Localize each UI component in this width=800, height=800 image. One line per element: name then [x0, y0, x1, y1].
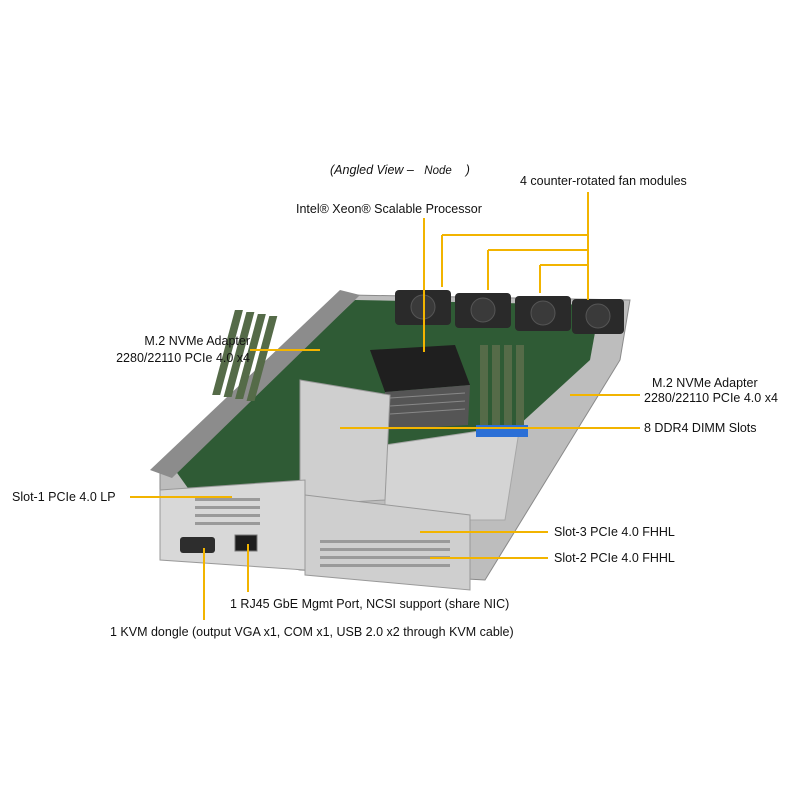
view-title: (Angled View – Node ) — [330, 162, 470, 179]
riser-bracket — [299, 379, 391, 506]
kvm-callout: 1 KVM dongle (output VGA x1, COM x1, USB… — [110, 625, 514, 639]
slot3-callout: Slot-3 PCIe 4.0 FHHL — [554, 525, 675, 539]
m2-right-line2: 2280/22110 PCIe 4.0 x4 — [644, 391, 778, 405]
cpu-callout: Intel® Xeon® Scalable Processor — [296, 202, 482, 216]
view-title-prefix: (Angled View – — [330, 163, 414, 177]
slot2-callout: Slot-2 PCIe 4.0 FHHL — [554, 551, 675, 565]
rj45-port — [234, 534, 258, 552]
vent-pattern — [195, 498, 450, 567]
rj45-callout: 1 RJ45 GbE Mgmt Port, NCSI support (shar… — [230, 597, 510, 611]
fan-module-group — [395, 290, 624, 334]
m2-left-line2: 2280/22110 PCIe 4.0 x4 — [116, 351, 250, 365]
dimm-callout: 8 DDR4 DIMM Slots — [644, 421, 757, 435]
view-title-suffix: ) — [465, 163, 470, 177]
kvm-dongle — [180, 537, 215, 553]
fans-callout: 4 counter-rotated fan modules — [520, 174, 687, 188]
cpu-heatsink — [370, 345, 470, 430]
dimm-slots-group — [212, 310, 528, 437]
m2-left-line1: M.2 NVMe Adapter — [144, 334, 250, 348]
m2-right-line1: M.2 NVMe Adapter — [652, 376, 758, 390]
slot1-callout: Slot-1 PCIe 4.0 LP — [12, 490, 116, 504]
view-title-node: Node — [424, 165, 452, 177]
